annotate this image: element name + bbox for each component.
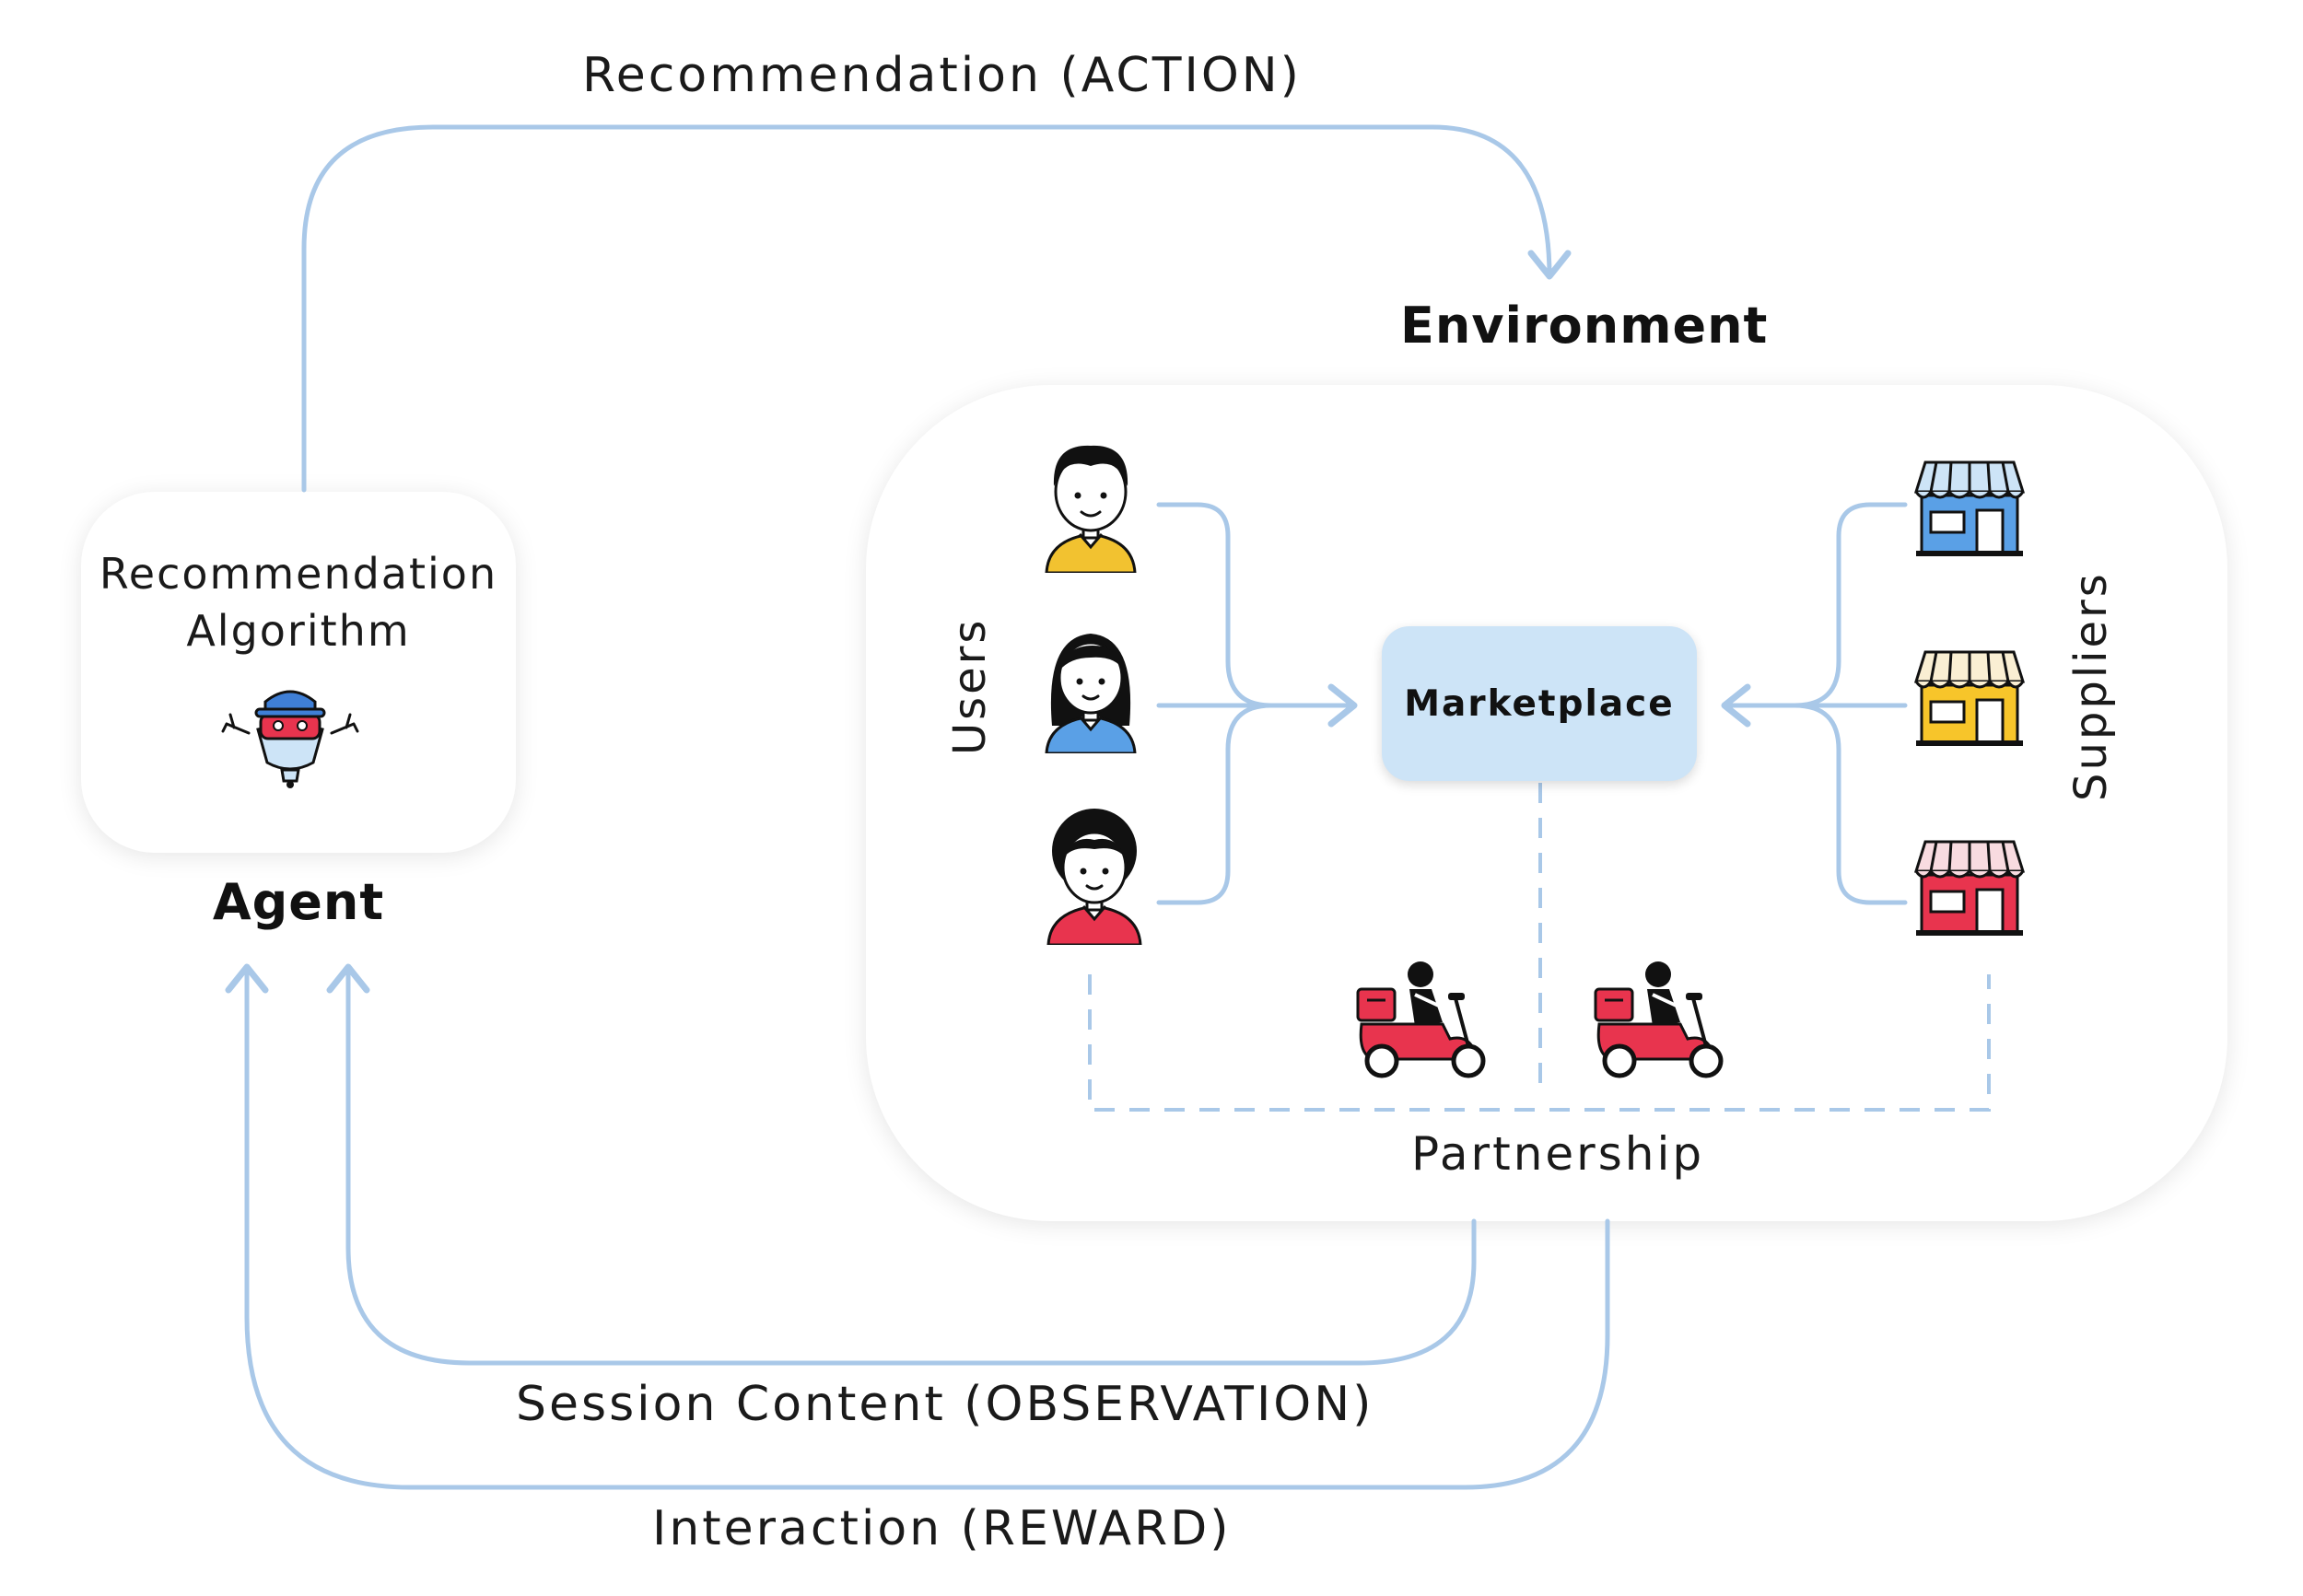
environment-title: Environment xyxy=(1400,297,1769,355)
blue-store-icon xyxy=(1913,460,2026,556)
partnership-label: Partnership xyxy=(1411,1127,1705,1181)
observation-arrow xyxy=(326,963,1477,1366)
observation-label: Session Content (OBSERVATION) xyxy=(516,1377,1374,1432)
curly-man-avatar-icon xyxy=(1046,809,1142,945)
agent-title: Agent xyxy=(212,873,385,931)
user-connector-top xyxy=(1156,502,1274,708)
action-arrow xyxy=(301,124,1572,493)
users-label: Users xyxy=(944,617,996,755)
partnership-line-loop xyxy=(1088,974,1991,1112)
delivery-scooter-icon xyxy=(1594,961,1724,1078)
red-store-icon xyxy=(1913,840,2026,936)
marketplace-node: Marketplace xyxy=(1382,626,1697,781)
yellow-store-icon xyxy=(1913,650,2026,746)
reward-label: Interaction (REWARD) xyxy=(652,1501,1232,1556)
supplier-connector-top xyxy=(1792,502,1908,708)
woman-avatar-icon xyxy=(1045,634,1137,753)
agent-title-line1: Recommendation xyxy=(99,549,498,599)
delivery-scooter-icon xyxy=(1356,961,1486,1078)
user-connector-bottom xyxy=(1156,703,1274,905)
man-avatar-icon xyxy=(1045,445,1137,573)
suppliers-label: Suppliers xyxy=(2065,571,2117,801)
reward-arrow xyxy=(225,963,1610,1490)
supplier-connector-bottom xyxy=(1792,703,1908,905)
robot-icon xyxy=(221,690,359,788)
agent-box xyxy=(81,492,516,853)
action-label: Recommendation (ACTION) xyxy=(582,48,1302,103)
agent-title-line2: Algorithm xyxy=(186,606,411,656)
marketplace-label: Marketplace xyxy=(1404,682,1675,725)
